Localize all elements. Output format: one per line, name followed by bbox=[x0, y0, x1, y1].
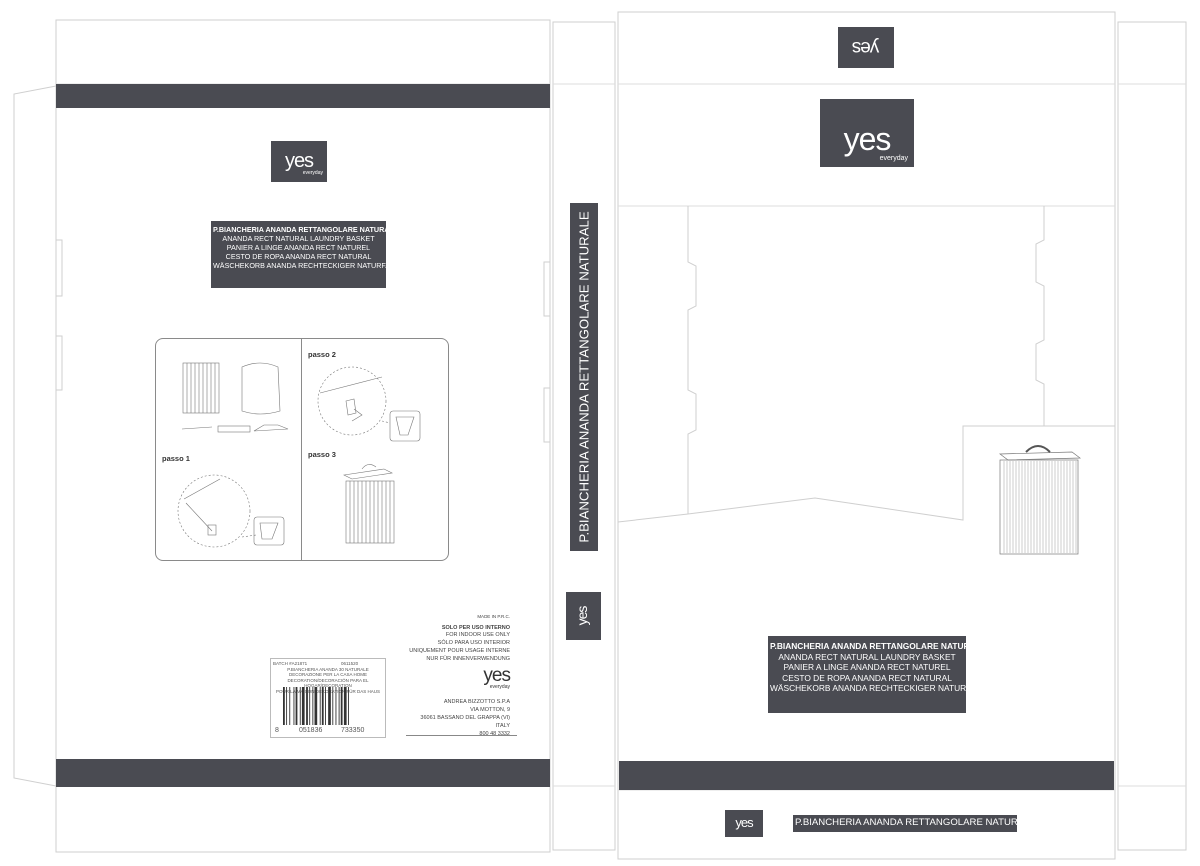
desc-line-3: DECORATION/DECORACIÓN PARA EL HOGAR/DECO… bbox=[287, 677, 369, 689]
made-in: MADE IN P.R.C. bbox=[477, 614, 510, 619]
barcode bbox=[283, 687, 349, 725]
batch-text: BATCH #A21871 bbox=[273, 661, 308, 666]
barcode-bar bbox=[306, 687, 308, 725]
step-1-label: passo 1 bbox=[162, 454, 190, 463]
country: ITALY bbox=[495, 722, 510, 729]
back-bottom-band bbox=[56, 759, 550, 787]
spine-title: P.BIANCHERIA ANANDA RETTANGOLARE NATURAL… bbox=[576, 211, 592, 543]
front-title-box: P.BIANCHERIA ANANDA RETTANGOLARE NATURAL… bbox=[768, 636, 994, 713]
barcode-bar bbox=[299, 687, 301, 725]
brand-tagline: everyday bbox=[302, 170, 323, 176]
barcode-bar bbox=[309, 687, 311, 725]
code-text: 0611520 bbox=[341, 661, 359, 666]
city: 36061 BASSANO DEL GRAPPA (VI) bbox=[420, 714, 510, 721]
barcode-bar bbox=[343, 687, 347, 725]
barcode-bar bbox=[319, 687, 321, 725]
brand-name: yes bbox=[284, 150, 314, 172]
bottom-strip-box: P.BIANCHERIA ANANDA RETTANGOLARE NATURAL… bbox=[793, 815, 1036, 832]
top-flap-logo-inverted: yes bbox=[838, 27, 894, 68]
inverted-brand-name: yes bbox=[852, 37, 880, 58]
barcode-bar bbox=[321, 687, 324, 725]
back-top-band bbox=[56, 84, 550, 108]
instructions-panel: passo 1 passo 2 passo 3 bbox=[155, 338, 449, 561]
indoor-de: NUR FÜR INNENVERWENDUNG bbox=[426, 656, 510, 663]
back-title-box: P.BIANCHERIA ANANDA RETTANGOLARE NATURAL… bbox=[211, 221, 405, 288]
bottom-brand-name: yes bbox=[735, 815, 753, 830]
bottom-strip-title: P.BIANCHERIA ANANDA RETTANGOLARE NATURAL… bbox=[795, 817, 1036, 828]
street: VIA MOTTON, 9 bbox=[470, 706, 510, 713]
barcode-bar bbox=[289, 687, 291, 725]
barcode-bar bbox=[312, 687, 314, 725]
barcode-bar bbox=[293, 687, 295, 725]
front-brand-name: yes bbox=[843, 121, 892, 157]
info-brand-name: yes bbox=[483, 665, 511, 686]
indoor-it: SOLO PER USO INTERNO bbox=[441, 624, 510, 631]
inverted-logo-inner: yes bbox=[853, 36, 880, 58]
step-3-label: passo 3 bbox=[308, 450, 336, 459]
barcode-bar bbox=[325, 687, 326, 725]
info-underline bbox=[406, 735, 517, 736]
front-title-de: WÄSCHEKORB ANANDA RECHTECKIGER NATURFARB… bbox=[770, 683, 994, 693]
desc-line-2: DECORAZIONE PER LA CASA HOME bbox=[288, 672, 368, 678]
info-brand-tagline: everyday bbox=[489, 684, 510, 690]
instruction-drawings bbox=[177, 362, 421, 548]
spine-title-box bbox=[570, 203, 598, 551]
info-block: MADE IN P.R.C. SOLO PER USO INTERNO FOR … bbox=[404, 614, 510, 664]
indoor-es: SÓLO PARA USO INTERIOR bbox=[437, 640, 510, 647]
title-es: CESTO DE ROPA ANANDA RECT NATURAL bbox=[225, 252, 372, 261]
spine-logo-inner: yes bbox=[574, 607, 592, 626]
barcode-bar bbox=[338, 687, 340, 725]
front-title-it: P.BIANCHERIA ANANDA RETTANGOLARE NATURAL… bbox=[770, 641, 987, 651]
step-2-label: passo 2 bbox=[308, 350, 336, 359]
back-logo: yes everyday bbox=[271, 141, 327, 182]
desc-line-1: P.BIANCHERIA ANANDA 30 NATURALE bbox=[287, 667, 369, 672]
front-title-es: CESTO DE ROPA ANANDA RECT NATURAL bbox=[782, 672, 952, 683]
spine-logo: yes bbox=[566, 592, 601, 640]
barcode-bar bbox=[301, 687, 305, 725]
company: ANDREA BIZZOTTO S.P.A bbox=[443, 699, 510, 705]
front-bottom-band bbox=[619, 761, 1114, 790]
front-basket-illustration bbox=[998, 445, 1082, 555]
bottom-flap-logo: yes bbox=[725, 810, 763, 837]
barcode-digits-right: 733350 bbox=[341, 727, 365, 734]
barcode-bar bbox=[283, 687, 285, 725]
title-fr: PANIER A LINGE ANANDA RECT NATUREL bbox=[226, 243, 371, 252]
address-block: ANDREA BIZZOTTO S.P.A VIA MOTTON, 9 3606… bbox=[404, 699, 510, 739]
info-logo: yes everyday bbox=[460, 665, 511, 690]
desc-line-4: POUR LA MAISON/DEKORATION FÜR DAS HAUS bbox=[276, 688, 380, 694]
barcode-description: P.BIANCHERIA ANANDA 30 NATURALE DECORAZI… bbox=[273, 667, 383, 694]
barcode-bar bbox=[348, 687, 349, 725]
barcode-digit-left: 8 bbox=[275, 727, 279, 734]
front-brand-tagline: everyday bbox=[879, 155, 908, 162]
instructions-divider bbox=[301, 339, 302, 560]
barcode-digits-mid: 051836 bbox=[299, 727, 323, 734]
barcode-bar bbox=[328, 687, 331, 725]
barcode-label: BATCH #A21871 0611520 P.BIANCHERIA ANAND… bbox=[270, 658, 386, 738]
barcode-bar bbox=[335, 687, 337, 725]
title-it: P.BIANCHERIA ANANDA RETTANGOLARE NATURAL… bbox=[213, 225, 399, 234]
barcode-bar bbox=[340, 687, 343, 725]
spine-brand-name: yes bbox=[574, 606, 590, 626]
barcode-bar bbox=[286, 687, 288, 725]
barcode-bar bbox=[295, 687, 298, 725]
front-title-fr: PANIER A LINGE ANANDA RECT NATUREL bbox=[783, 662, 951, 672]
front-logo: yes everyday bbox=[820, 99, 914, 167]
barcode-bar bbox=[332, 687, 334, 725]
title-de: WÄSCHEKORB ANANDA RECHTECKIGER NATURFARB… bbox=[213, 261, 405, 270]
front-title-en: ANANDA RECT NATURAL LAUNDRY BASKET bbox=[778, 651, 956, 662]
indoor-fr: UNIQUEMENT POUR USAGE INTERNE bbox=[409, 648, 510, 655]
barcode-bar bbox=[314, 687, 318, 725]
title-en: ANANDA RECT NATURAL LAUNDRY BASKET bbox=[222, 234, 375, 243]
phone: 800 48 3332 bbox=[479, 730, 510, 737]
indoor-en: FOR INDOOR USE ONLY bbox=[445, 632, 510, 639]
